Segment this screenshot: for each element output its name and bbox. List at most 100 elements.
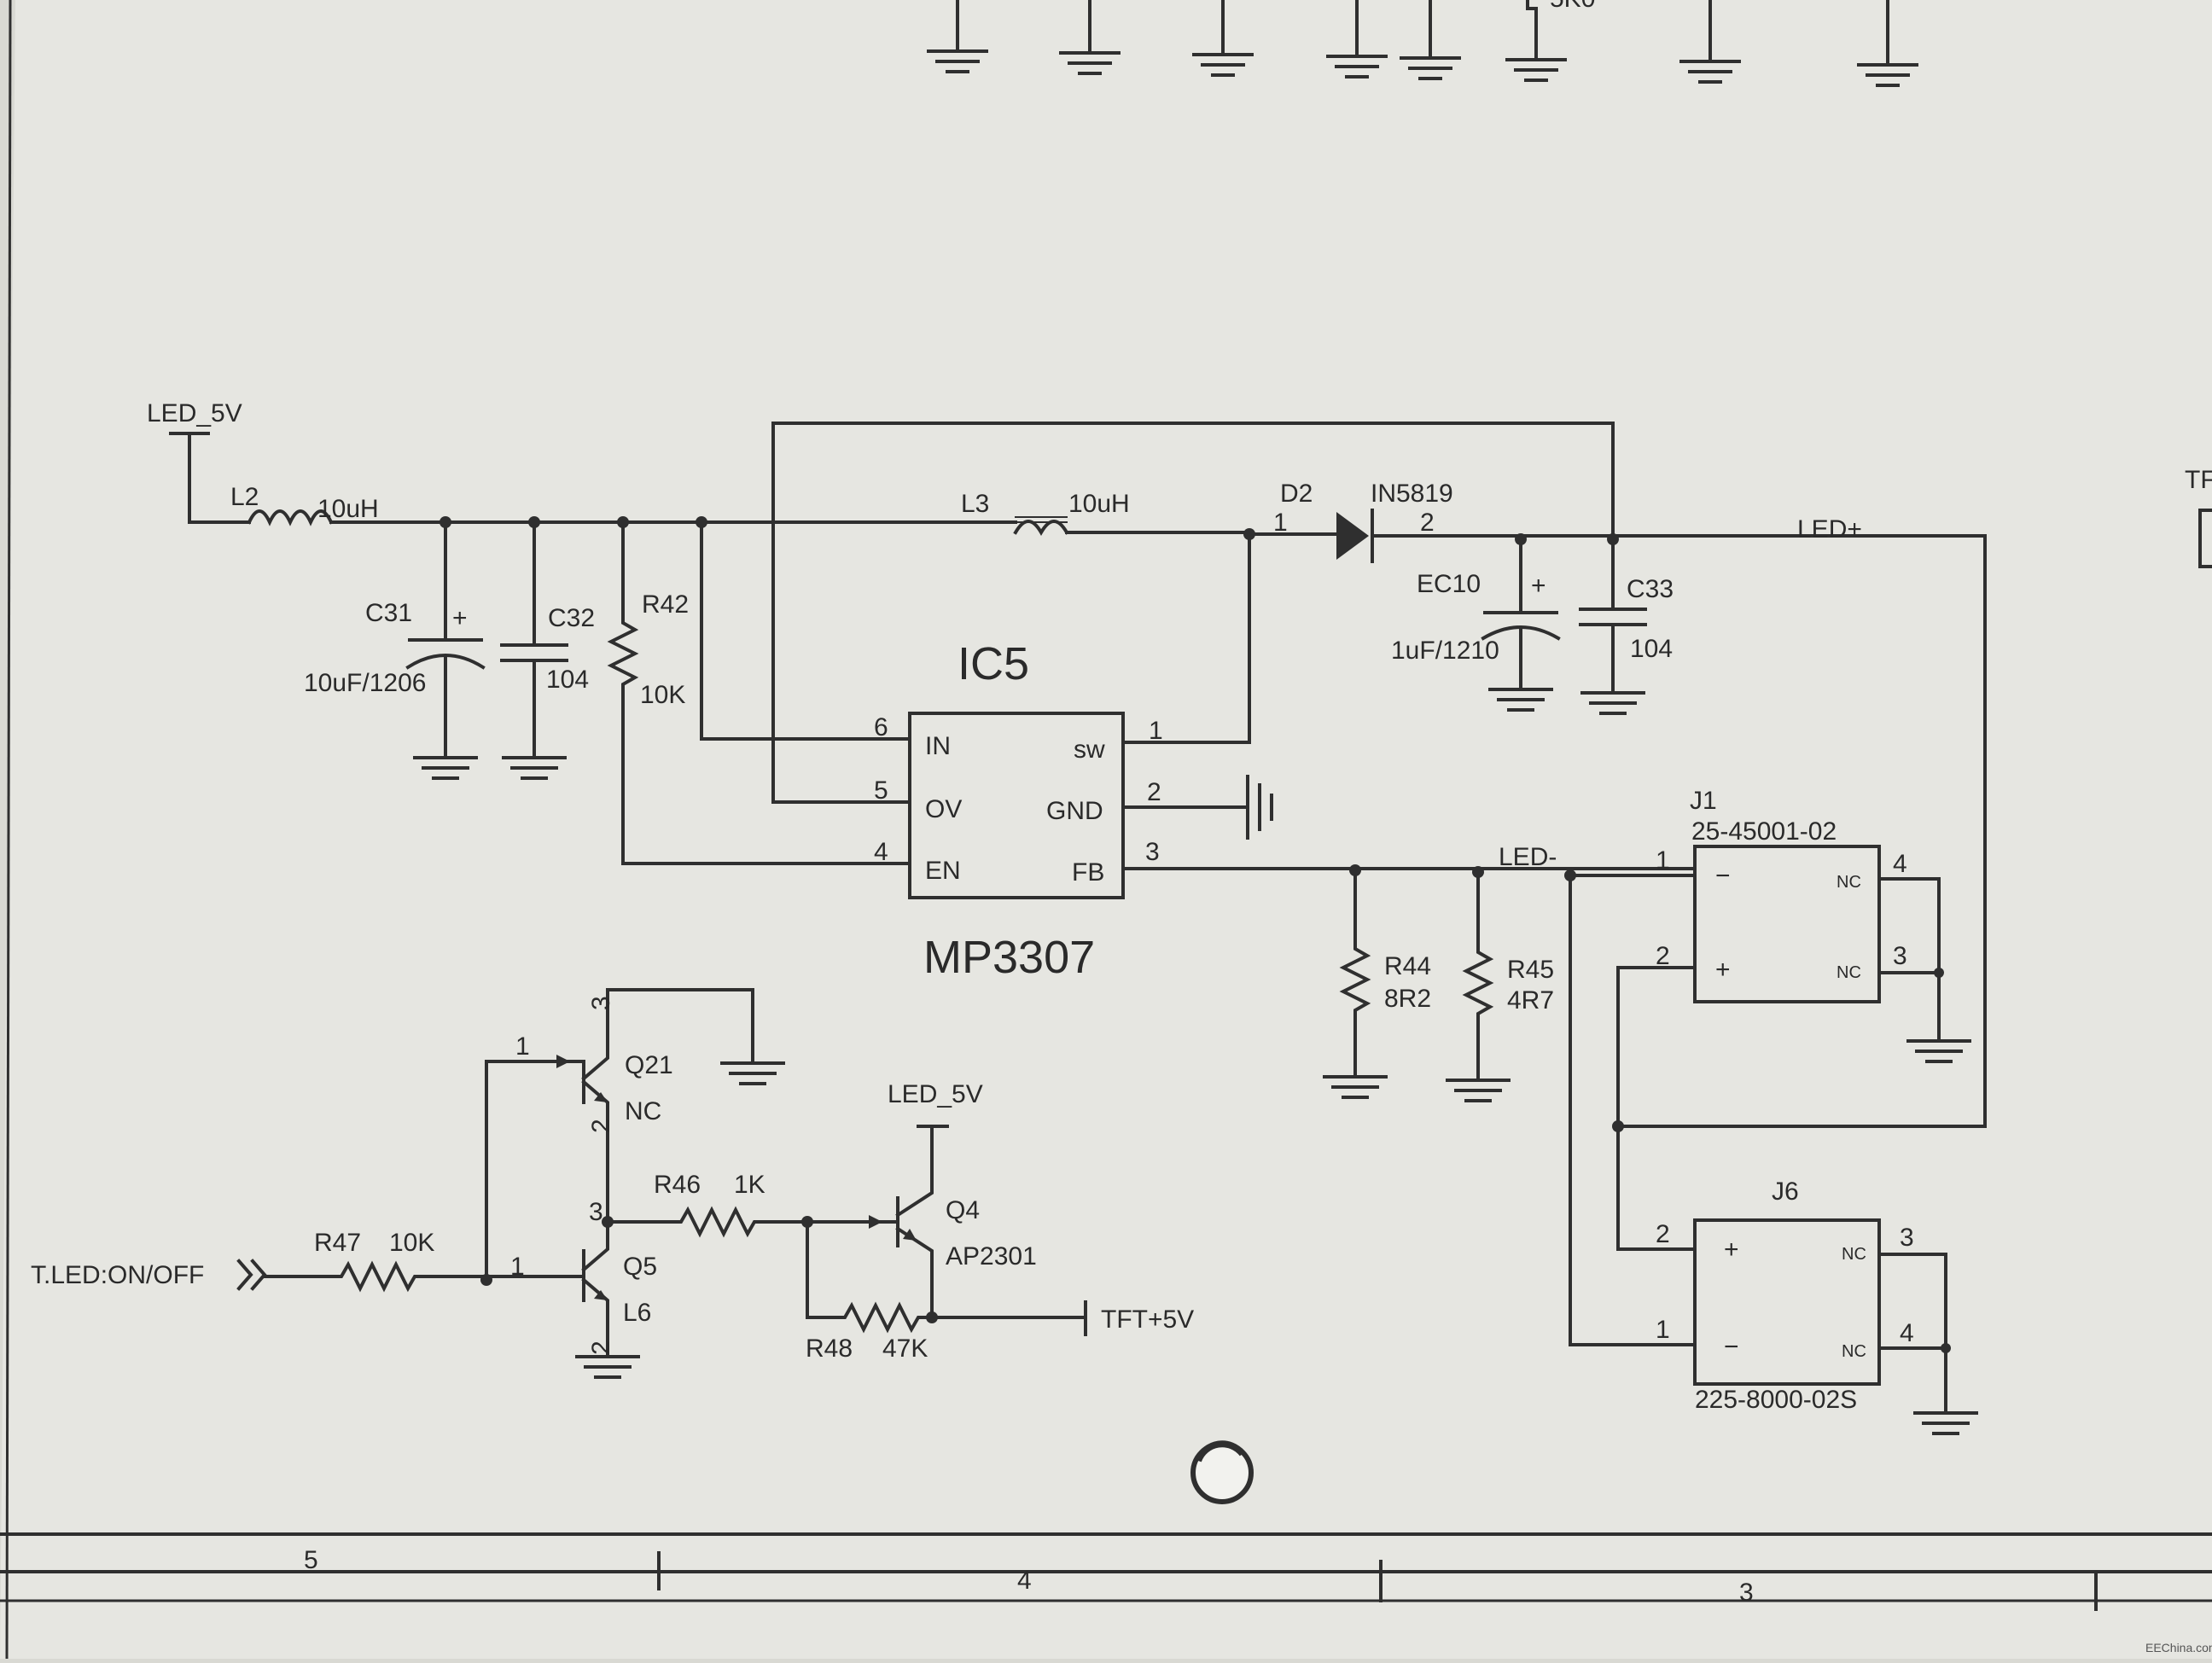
svg-text:NC: NC	[1842, 1245, 1866, 1264]
l2-ref: L2	[230, 483, 259, 511]
svg-text:1: 1	[1656, 1316, 1670, 1344]
c31-ref: C31	[365, 599, 412, 627]
svg-text:NC: NC	[1842, 1342, 1866, 1361]
q5-ref: Q5	[623, 1253, 657, 1281]
svg-text:1: 1	[1656, 846, 1670, 875]
svg-text:TF: TF	[2185, 466, 2212, 494]
border-zones: 5 4 3	[0, 1532, 2212, 1611]
d2-diode: D2 1 IN5819 2	[1248, 480, 1987, 1128]
c32-value: 104	[546, 666, 589, 694]
ic5-pin-in: 6 IN	[874, 713, 951, 760]
c33-capacitor: C33 104	[1579, 533, 1674, 715]
svg-text:3: 3	[1900, 1224, 1914, 1252]
r44-ref: R44	[1384, 952, 1431, 980]
j1-pin2-name: +	[1715, 956, 1731, 984]
ec10-ref: EC10	[1417, 570, 1481, 598]
r47-value: 10K	[389, 1229, 434, 1257]
ic5-chip: IC5 MP3307 6 IN 5 OV 4 EN 1 sw 2 GND 3 F…	[874, 638, 1163, 983]
ic5-pin-ov: 5 OV	[874, 776, 962, 823]
r42-resistor: R42 10K	[607, 516, 911, 865]
q4-value: AP2301	[946, 1242, 1037, 1271]
zone-5: 5	[304, 1546, 318, 1574]
net-label-led5v-top: LED_5V	[147, 399, 242, 427]
top-ground-symbols: 5K0	[927, 0, 1918, 87]
j1-connector: J1 25-45001-02 1 − 2 + NC 4 NC 3	[1656, 787, 1971, 1063]
d2-pin1: 1	[1273, 509, 1288, 537]
right-edge-fragment: TF	[2185, 466, 2212, 568]
l2-value: 10uH	[317, 495, 379, 523]
r48-value: 47K	[882, 1334, 928, 1363]
c31-capacitor: C31 + 10uF/1206	[304, 516, 486, 780]
d2-pin2: 2	[1420, 509, 1435, 537]
svg-text:NC: NC	[1837, 873, 1861, 892]
q21-ref: Q21	[625, 1051, 673, 1079]
net-label-led-minus: LED-	[1499, 843, 1557, 871]
r44-value: 8R2	[1384, 985, 1431, 1013]
svg-text:5: 5	[874, 776, 888, 805]
ic5-pin-en: 4 EN	[874, 838, 961, 885]
svg-text:sw: sw	[1074, 736, 1105, 764]
led-minus-to-j6	[1569, 874, 1697, 1346]
svg-text:IN: IN	[925, 732, 951, 760]
svg-text:2: 2	[587, 1119, 615, 1133]
zone-4: 4	[1017, 1567, 1032, 1595]
svg-text:2: 2	[587, 1340, 615, 1355]
q4-ref: Q4	[946, 1196, 980, 1224]
j6-connector: J6 225-8000-02S 2 + 1 − NC 3 NC 4	[1656, 1177, 1978, 1435]
l3-inductor: L3 10uH	[961, 490, 1130, 536]
j6-pin2-name: +	[1724, 1236, 1739, 1264]
in-wire	[700, 520, 911, 741]
c32-ref: C32	[548, 604, 595, 632]
svg-text:3: 3	[589, 1198, 603, 1226]
left-border	[5, 0, 12, 1660]
c31-value: 10uF/1206	[304, 669, 426, 697]
ec10-capacitor: EC10 + 1uF/1210	[1391, 533, 1561, 712]
top-fragment-label: 5K0	[1550, 0, 1595, 13]
net-label-tft5v: TFT+5V	[1101, 1305, 1194, 1334]
q4-transistor: LED_5V Q4 AP2301	[888, 1080, 1037, 1319]
net-label-led5v-q4: LED_5V	[888, 1080, 983, 1108]
net-label-input: T.LED:ON/OFF	[31, 1261, 204, 1289]
d2-ref: D2	[1280, 480, 1313, 508]
ic5-pin-gnd: 2 GND	[1046, 778, 1161, 825]
j1-part: 25-45001-02	[1691, 817, 1837, 846]
ec10-value: 1uF/1210	[1391, 637, 1499, 665]
svg-text:1: 1	[510, 1253, 525, 1281]
r42-ref: R42	[642, 590, 689, 619]
r48-resistor: R48 47K TFT+5V	[806, 1220, 1194, 1363]
ec10-polarity: +	[1531, 572, 1546, 600]
svg-text:3: 3	[1145, 838, 1160, 866]
j6-ref: J6	[1772, 1177, 1799, 1206]
svg-text:FB: FB	[1072, 858, 1104, 887]
l3-ref: L3	[961, 490, 989, 518]
r45-ref: R45	[1507, 956, 1554, 984]
j6-pin1-name: −	[1724, 1333, 1739, 1361]
r46-value: 1K	[734, 1171, 765, 1199]
svg-text:4: 4	[1893, 850, 1907, 878]
punch-hole-mark	[1190, 1440, 1254, 1504]
d2-value: IN5819	[1371, 480, 1453, 508]
svg-text:4: 4	[874, 838, 888, 866]
input-port: T.LED:ON/OFF	[31, 1259, 267, 1291]
r47-resistor: R47 10K	[263, 1229, 585, 1293]
net-label-led-plus: LED+	[1797, 515, 1862, 544]
q5-transistor: 1 3 2 Q5 L6	[510, 1198, 657, 1379]
q21-transistor: 1 2 3 Q21 NC	[485, 988, 785, 1282]
l3-value: 10uH	[1068, 490, 1130, 518]
svg-text:GND: GND	[1046, 797, 1103, 825]
r48-ref: R48	[806, 1334, 853, 1363]
j6-part: 225-8000-02S	[1695, 1386, 1857, 1414]
ic5-pin-sw: 1 sw	[1074, 717, 1163, 764]
r45-value: 4R7	[1507, 986, 1554, 1015]
ov-wire	[771, 422, 1615, 804]
svg-text:4: 4	[1900, 1319, 1914, 1347]
ic5-pin-fb: 3 FB	[1072, 838, 1160, 887]
svg-text:EN: EN	[925, 857, 961, 885]
q5-value: L6	[623, 1299, 651, 1327]
r42-value: 10K	[640, 681, 685, 709]
j1-ref: J1	[1690, 787, 1717, 815]
r46-resistor: R46 1K	[606, 1171, 899, 1238]
